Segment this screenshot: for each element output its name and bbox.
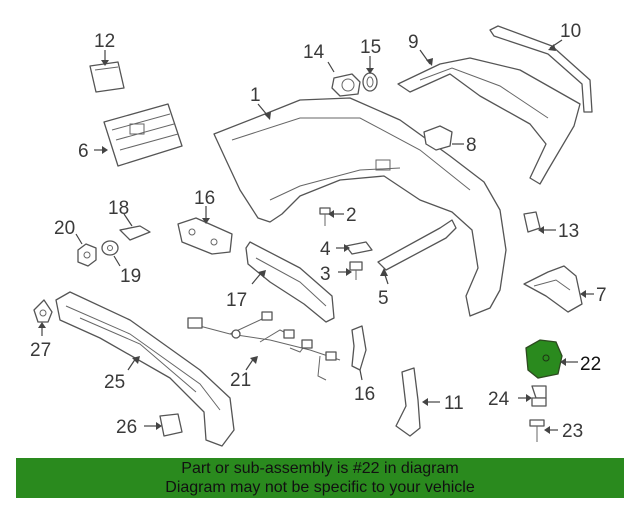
part-24 xyxy=(518,385,547,407)
part-13 xyxy=(523,211,556,234)
callout-3: 3 xyxy=(320,264,331,285)
part-3 xyxy=(338,261,363,280)
callout-11: 11 xyxy=(444,393,464,414)
part-6 xyxy=(94,103,183,167)
part-16-lower xyxy=(351,325,367,381)
parts-diagram: 12 6 14 15 9 10 xyxy=(30,21,607,447)
part-1 xyxy=(213,97,507,317)
callout-10: 10 xyxy=(560,21,581,42)
callout-6: 6 xyxy=(78,141,89,162)
part-17 xyxy=(245,241,335,323)
banner-line-1: Part or sub-assembly is #22 in diagram xyxy=(181,460,459,477)
callout-18: 18 xyxy=(108,198,129,219)
callout-13: 13 xyxy=(558,221,579,242)
part-22-highlighted[interactable] xyxy=(525,339,578,379)
part-2 xyxy=(319,207,344,226)
callout-20: 20 xyxy=(54,218,75,239)
info-banner: Part or sub-assembly is #22 in diagram D… xyxy=(16,458,624,498)
part-20 xyxy=(75,233,97,267)
callout-8: 8 xyxy=(466,135,477,156)
callout-12: 12 xyxy=(94,31,115,52)
part-8 xyxy=(423,125,464,151)
part-19 xyxy=(101,240,121,267)
callout-1: 1 xyxy=(250,85,261,106)
callout-21: 21 xyxy=(230,370,251,391)
callout-24: 24 xyxy=(488,389,510,410)
part-14 xyxy=(327,61,361,97)
callout-16-lower: 16 xyxy=(354,384,375,405)
callout-25: 25 xyxy=(104,372,125,393)
part-5 xyxy=(377,219,457,285)
callout-22[interactable]: 22 xyxy=(580,354,601,375)
callout-7: 7 xyxy=(596,285,607,306)
part-25 xyxy=(55,291,235,447)
part-16-upper xyxy=(177,206,233,255)
callout-9: 9 xyxy=(408,32,419,53)
banner-line-2: Diagram may not be specific to your vehi… xyxy=(165,479,475,496)
part-23 xyxy=(529,419,558,442)
part-7 xyxy=(523,265,594,313)
callout-4: 4 xyxy=(320,239,331,260)
callout-16-upper: 16 xyxy=(194,188,215,209)
part-10 xyxy=(489,25,593,113)
part-26 xyxy=(144,413,183,437)
callout-15: 15 xyxy=(360,37,381,58)
callout-17: 17 xyxy=(226,290,247,311)
part-12 xyxy=(89,50,125,93)
callout-2: 2 xyxy=(346,205,357,226)
part-4 xyxy=(336,241,373,255)
callout-14: 14 xyxy=(303,42,325,63)
callout-19: 19 xyxy=(120,266,141,287)
callout-27: 27 xyxy=(30,340,51,361)
part-11 xyxy=(395,367,440,437)
part-15 xyxy=(362,56,378,92)
part-9 xyxy=(397,49,581,185)
part-21 xyxy=(187,311,341,381)
callout-5: 5 xyxy=(378,288,389,309)
part-27 xyxy=(33,299,53,336)
part-18 xyxy=(119,213,151,241)
callout-23: 23 xyxy=(562,421,583,442)
callout-26: 26 xyxy=(116,417,137,438)
